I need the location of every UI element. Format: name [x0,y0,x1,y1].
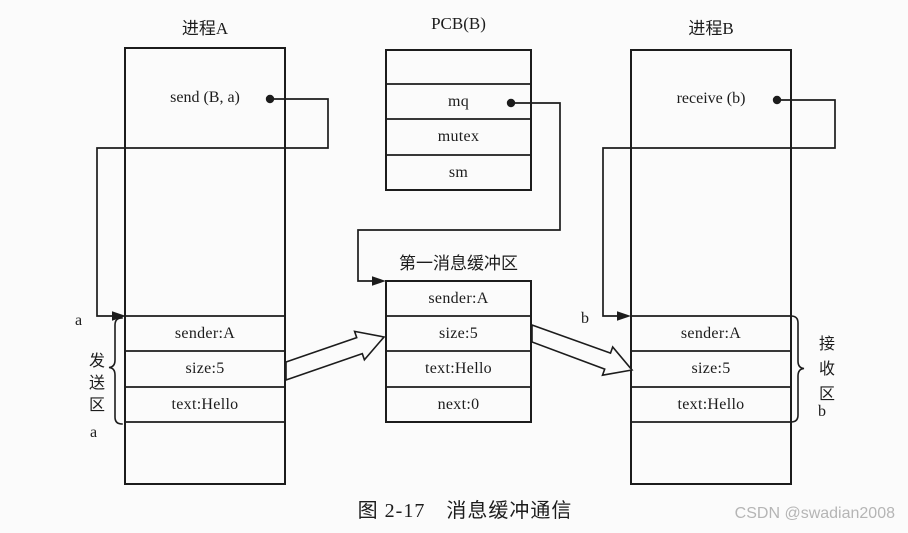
arrowhead-into-buffer [372,276,386,286]
buffer-title: 第一消息缓冲区 [399,254,518,273]
send-zone-label: 发送区 [86,352,103,418]
process-b-row-sender: sender:A [680,324,742,342]
pcb-row-lines [385,83,532,156]
process-b-box [630,49,792,485]
receive-pointer-line [602,99,836,317]
send-call-label: send (B, a) [170,89,240,106]
pointer-label-b: b [581,310,589,327]
csdn-watermark: CSDN @swadian2008 [734,505,895,522]
send-pointer-line [96,98,329,317]
receive-zone-brace [790,315,805,423]
pcb-b-box [385,49,532,191]
copy-arrow-a-to-buffer [285,330,386,382]
process-a-box [124,47,286,485]
process-b-row-lines [630,315,792,423]
mq-pointer-bullet [506,98,516,108]
arrowhead-into-a [112,311,126,321]
copy-arrow-buffer-to-b [531,323,634,377]
figure-caption: 图 2-17 消息缓冲通信 [357,500,573,522]
process-a-row-lines [124,315,286,423]
buffer-row-text: text:Hello [425,360,492,377]
pcb-b-title: PCB(B) [431,14,486,33]
send-zone-brace [108,317,123,425]
pcb-row-mutex: mutex [437,128,480,145]
send-pointer-bullet [265,94,275,104]
arrowhead-into-b [617,311,631,321]
pcb-row-sm: sm [448,163,469,181]
pointer-label-a: a [75,312,83,329]
process-b-title: 进程B [688,19,734,38]
buffer-row-size: size:5 [438,324,479,342]
process-a-row-size: size:5 [185,360,225,377]
receive-pointer-bullet [772,95,782,105]
receive-zone-name-b: b [818,403,826,420]
buffer-row-lines [385,315,532,388]
process-b-row-text: text:Hello [677,395,745,413]
process-b-row-size: size:5 [691,360,731,377]
buffer-row-next: next:0 [437,395,480,413]
receive-zone-label: 接收区 [816,335,833,410]
send-zone-name-a: a [90,424,98,441]
pcb-row-mq: mq [447,92,470,110]
mq-pointer-line [357,102,561,282]
process-a-title: 进程A [181,19,229,38]
receive-call-label: receive (b) [676,90,746,107]
process-a-row-text: text:Hello [171,395,239,413]
buffer-row-sender: sender:A [428,289,489,307]
process-a-row-sender: sender:A [174,324,236,342]
